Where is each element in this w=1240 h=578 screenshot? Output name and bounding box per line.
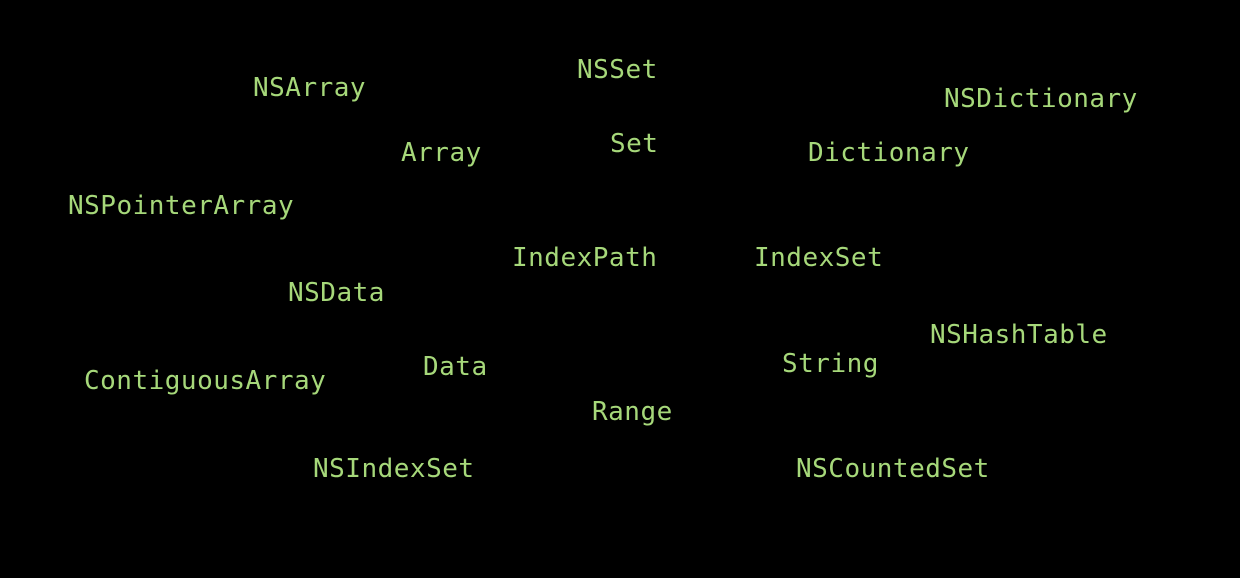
word-nsarray: NSArray xyxy=(253,73,367,103)
word-string: String xyxy=(782,349,879,379)
word-nsset: NSSet xyxy=(577,55,658,85)
word-nsdata: NSData xyxy=(288,278,385,308)
word-nshashtable: NSHashTable xyxy=(930,320,1108,350)
word-nscountedset: NSCountedSet xyxy=(796,454,990,484)
word-nsdictionary: NSDictionary xyxy=(944,84,1138,114)
word-nsindexset: NSIndexSet xyxy=(313,454,475,484)
word-nspointerarray: NSPointerArray xyxy=(68,191,295,221)
word-dictionary: Dictionary xyxy=(808,138,970,168)
word-contiguousarray: ContiguousArray xyxy=(84,366,327,396)
word-indexset: IndexSet xyxy=(754,243,884,273)
word-data: Data xyxy=(423,352,488,382)
word-set: Set xyxy=(610,129,659,159)
word-range: Range xyxy=(592,397,673,427)
word-indexpath: IndexPath xyxy=(512,243,658,273)
word-array: Array xyxy=(401,138,482,168)
